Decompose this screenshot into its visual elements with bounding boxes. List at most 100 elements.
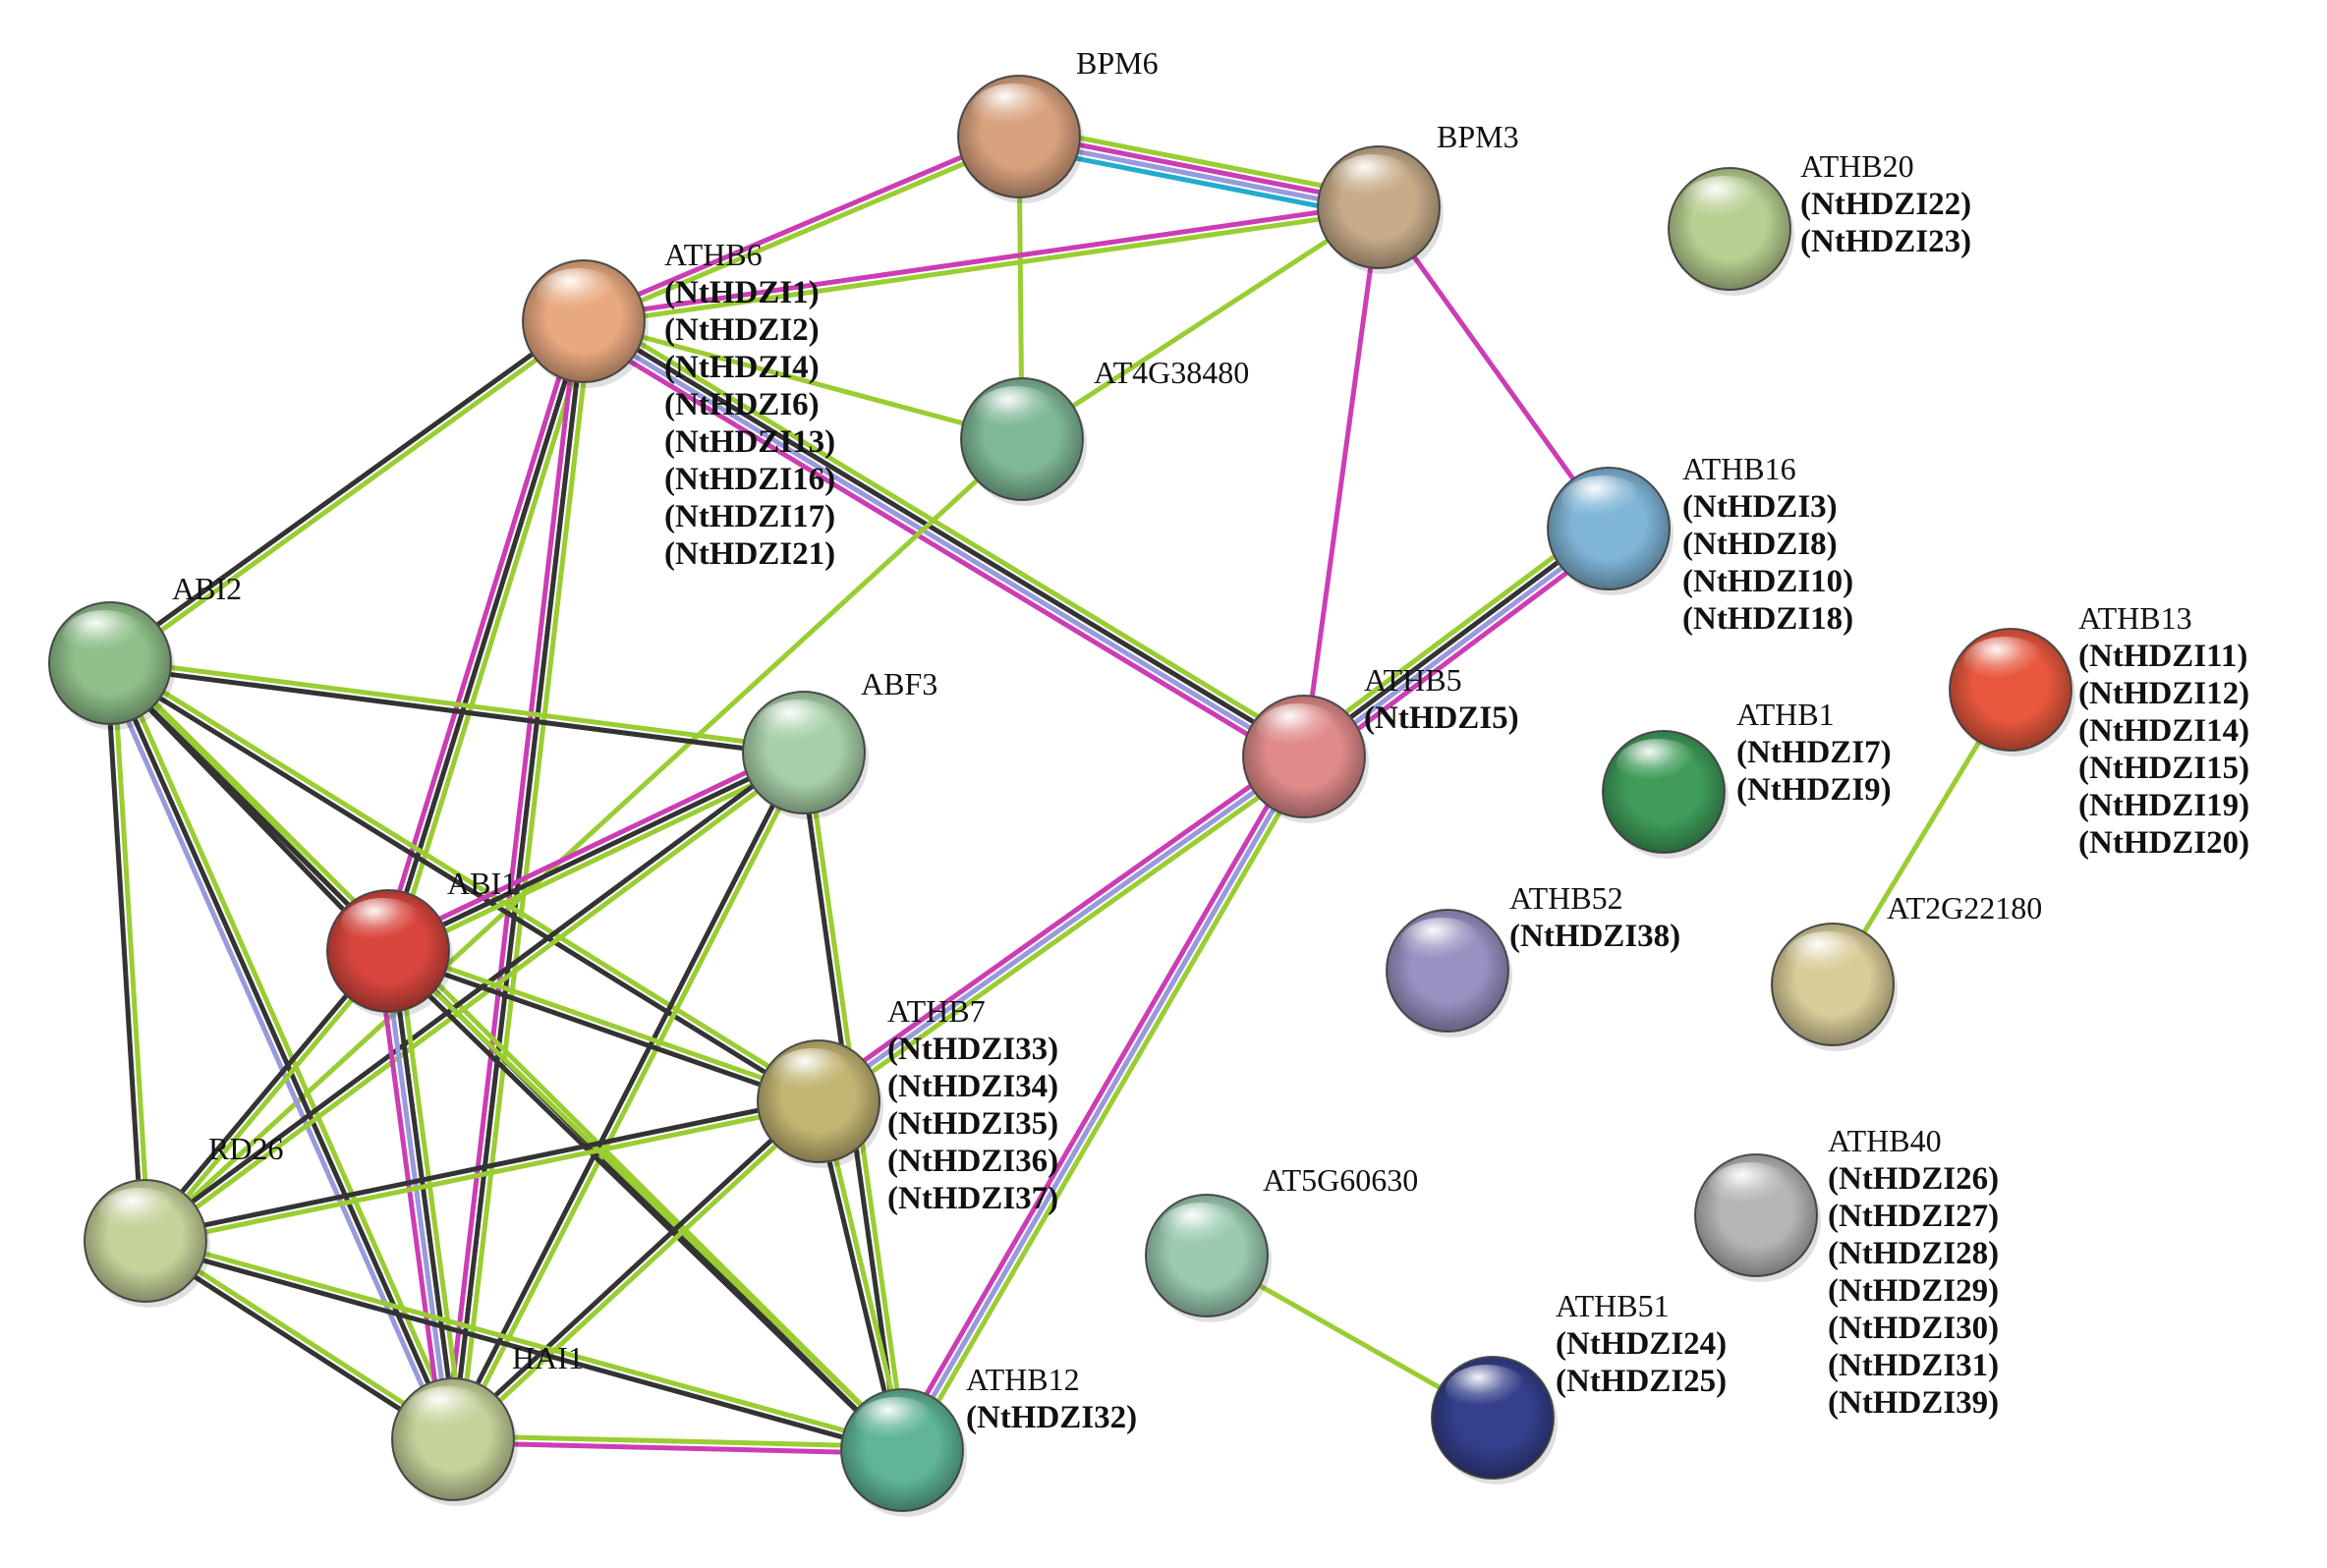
node-label: ATHB7 <box>887 993 986 1029</box>
edge-BPM6-ATHB6 <box>580 131 1023 327</box>
node-alias-label: (NtHDZI27) <box>1828 1199 1999 1234</box>
node-AT5G60630[interactable]: AT5G60630 <box>1145 1162 1418 1322</box>
edge-strand-green <box>387 945 907 1450</box>
node-AT2G22180[interactable]: AT2G22180 <box>1771 890 2042 1051</box>
edge-ATHB5-ATHB16 <box>1295 518 1618 767</box>
node-AT4G38480[interactable]: AT4G38480 <box>960 355 1249 506</box>
node-HAI1[interactable]: HAI1 <box>391 1340 584 1506</box>
edge-ATHB6-ABI2 <box>105 315 589 669</box>
edge-RD26-ATHB12 <box>142 1235 906 1456</box>
node-ABI1[interactable]: ABI1 <box>326 866 517 1018</box>
node-alias-label: (NtHDZI32) <box>966 1400 1137 1435</box>
node-ATHB7[interactable]: ATHB7(NtHDZI33)(NtHDZI34)(NtHDZI35)(NtHD… <box>757 993 1058 1216</box>
edge-strand-black <box>383 951 903 1456</box>
node-highlight <box>1616 739 1700 791</box>
node-ATHB6[interactable]: ATHB6(NtHDZI1)(NtHDZI2)(NtHDZI4)(NtHDZI6… <box>522 237 835 572</box>
edge-strand-purple <box>899 754 1307 1453</box>
node-alias-label: (NtHDZI24) <box>1556 1326 1727 1362</box>
node-BPM6[interactable]: BPM6 <box>957 45 1159 203</box>
node-ABI2[interactable]: ABI2 <box>48 571 242 730</box>
edge-strand-green <box>145 950 394 1246</box>
edge-strand-green <box>581 207 1382 327</box>
node-ABF3[interactable]: ABF3 <box>742 666 937 819</box>
node-alias-label: (NtHDZI20) <box>2078 825 2249 861</box>
edge-strand-black <box>140 946 388 1242</box>
edge-strand-green <box>144 753 809 1247</box>
node-ATHB5[interactable]: ATHB5(NtHDZI5) <box>1242 662 1519 823</box>
node-label: ATHB13 <box>2078 600 2192 636</box>
edge-strand-black <box>104 660 145 1244</box>
edge-strand-black <box>448 1095 820 1439</box>
edge-strand-green <box>820 759 1311 1110</box>
node-BPM3[interactable]: BPM3 <box>1317 119 1519 274</box>
node-highlight <box>405 1386 489 1438</box>
node-label: BPM3 <box>1437 119 1519 154</box>
node-ATHB20[interactable]: ATHB20(NtHDZI22)(NtHDZI23) <box>1668 148 1971 296</box>
node-alias-label: (NtHDZI21) <box>664 536 835 572</box>
node-alias-label: (NtHDZI5) <box>1364 700 1519 736</box>
node-ATHB52[interactable]: ATHB52(NtHDZI38) <box>1386 880 1680 1037</box>
edge-ATHB6-ABI1 <box>378 316 594 956</box>
edge-HAI1-ATHB12 <box>450 1433 905 1456</box>
node-alias-label: (NtHDZI2) <box>664 312 820 348</box>
edge-ABI1-ATHB7 <box>384 945 823 1107</box>
node-label: AT4G38480 <box>1094 355 1249 390</box>
node-highlight <box>97 1188 182 1240</box>
node-alias-label: (NtHDZI16) <box>664 462 835 497</box>
edge-strand-green <box>109 657 823 1101</box>
node-alias-label: (NtHDZI6) <box>664 387 820 422</box>
node-label: ABI1 <box>447 866 517 901</box>
node-label: HAI1 <box>512 1340 584 1375</box>
node-highlight <box>1331 154 1415 206</box>
edge-strand-magenta <box>1376 204 1612 532</box>
node-alias-label: (NtHDZI35) <box>887 1106 1058 1142</box>
node-alias-label: (NtHDZI37) <box>887 1181 1058 1216</box>
edge-ATHB5-ATHB12 <box>893 750 1313 1457</box>
node-alias-label: (NtHDZI34) <box>887 1069 1058 1104</box>
edge-BPM3-ATHB5 <box>1301 204 1382 759</box>
node-alias-label: (NtHDZI28) <box>1828 1236 1999 1271</box>
node-highlight <box>770 1048 855 1100</box>
node-alias-label: (NtHDZI30) <box>1828 1311 1999 1346</box>
edge-ABI2-ATHB7 <box>105 657 823 1107</box>
node-label: ATHB20 <box>1800 148 1914 184</box>
edge-ABF3-ABI1 <box>382 744 810 960</box>
edge-ATHB7-HAI1 <box>448 1095 823 1445</box>
node-alias-label: (NtHDZI19) <box>2078 788 2249 823</box>
node-alias-label: (NtHDZI1) <box>664 275 820 310</box>
node-RD26[interactable]: RD26 <box>84 1131 283 1308</box>
edge-strand-black <box>384 951 821 1107</box>
node-label: ATHB51 <box>1556 1288 1670 1323</box>
edge-strand-purple <box>1303 529 1614 762</box>
node-ATHB40[interactable]: ATHB40(NtHDZI26)(NtHDZI27)(NtHDZI28)(NtH… <box>1694 1123 1999 1421</box>
node-highlight <box>971 84 1055 136</box>
edge-strand-green <box>388 756 810 960</box>
node-alias-label: (NtHDZI31) <box>1828 1348 1999 1383</box>
edge-strand-green <box>581 318 1025 442</box>
edge-strand-magenta <box>581 201 1382 321</box>
edge-ABI1-HAI1 <box>375 947 466 1443</box>
node-highlight <box>854 1397 938 1449</box>
node-highlight <box>1256 703 1340 756</box>
node-alias-label: (NtHDZI38) <box>1509 919 1680 954</box>
node-alias-label: (NtHDZI29) <box>1828 1273 1999 1309</box>
edge-strand-black <box>388 948 459 1442</box>
node-alias-label: (NtHDZI10) <box>1682 564 1853 599</box>
edge-BPM3-ATHB16 <box>1376 204 1612 532</box>
edge-ABF3-RD26 <box>141 747 809 1247</box>
edge-strand-black <box>1299 523 1610 756</box>
node-label: AT5G60630 <box>1263 1162 1418 1198</box>
node-ATHB16[interactable]: ATHB16(NtHDZI3)(NtHDZI8)(NtHDZI10)(NtHDZ… <box>1547 451 1853 637</box>
node-ATHB13[interactable]: ATHB13(NtHDZI11)(NtHDZI12)(NtHDZI14)(NtH… <box>1949 600 2249 861</box>
edge-strand-black <box>142 1095 821 1241</box>
edge-strand-green <box>143 1235 906 1450</box>
node-ATHB51[interactable]: ATHB51(NtHDZI24)(NtHDZI25) <box>1431 1288 1727 1484</box>
node-ATHB1[interactable]: ATHB1(NtHDZI7)(NtHDZI9) <box>1602 697 1892 859</box>
node-highlight <box>1962 637 2047 689</box>
edge-strand-cyan <box>1014 143 1380 220</box>
edge-strand-magenta <box>375 949 446 1443</box>
node-ATHB12[interactable]: ATHB12(NtHDZI32) <box>840 1362 1137 1517</box>
node-label: ATHB16 <box>1682 451 1796 486</box>
node-alias-label: (NtHDZI15) <box>2078 751 2249 786</box>
edge-strand-black <box>385 750 807 954</box>
